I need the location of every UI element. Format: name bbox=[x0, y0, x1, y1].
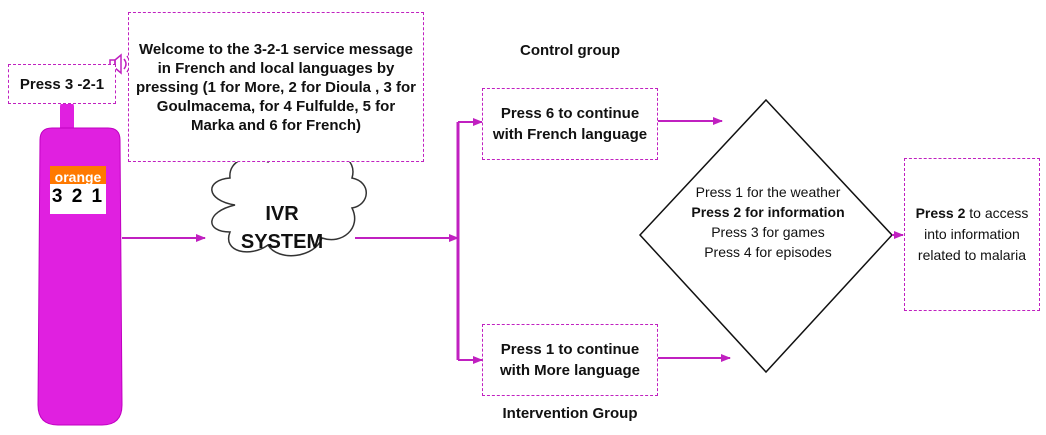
ivr-system-label: IVR SYSTEM bbox=[222, 200, 342, 256]
menu-option-episodes: Press 4 for episodes bbox=[704, 244, 832, 260]
intervention-group-label: Intervention Group bbox=[502, 405, 638, 422]
welcome-line: Marka and 6 for French) bbox=[190, 116, 362, 134]
welcome-line: Goulmacema, for 4 Fulfulde, 5 for bbox=[156, 97, 396, 115]
menu-option-information: Press 2 for information bbox=[691, 204, 845, 220]
menu-option-weather: Press 1 for the weather bbox=[695, 184, 841, 200]
result-line: into information bbox=[924, 226, 1020, 242]
welcome-message-box: Welcome to the 3-2-1 service message in … bbox=[128, 12, 424, 162]
intervention-box-line: with More language bbox=[499, 362, 640, 379]
phone-digits-label: 3 2 1 bbox=[51, 186, 105, 207]
welcome-line: pressing (1 for More, 2 for Dioula , 3 f… bbox=[135, 78, 417, 96]
press-321-box: Press 3 -2-1 bbox=[8, 64, 116, 104]
phone-brand-band bbox=[50, 166, 106, 184]
ivr-line: SYSTEM bbox=[240, 231, 324, 253]
menu-options: Press 1 for the weather Press 2 for info… bbox=[668, 182, 868, 262]
control-group-label: Control group bbox=[520, 42, 620, 59]
control-box-line: with French language bbox=[492, 126, 648, 143]
welcome-line: in French and local languages by bbox=[157, 59, 395, 77]
intervention-box-line: Press 1 to continue bbox=[500, 341, 640, 358]
malaria-info-box: Press 2 to access into information relat… bbox=[904, 158, 1040, 311]
result-text: to access bbox=[965, 205, 1029, 221]
menu-option-games: Press 3 for games bbox=[711, 224, 825, 240]
mobile-phone bbox=[37, 100, 123, 426]
result-press2: Press 2 bbox=[915, 205, 966, 221]
ivr-line: IVR bbox=[265, 203, 299, 225]
intervention-group-box: Press 1 to continue with More language bbox=[482, 324, 658, 396]
result-line: related to malaria bbox=[917, 247, 1027, 263]
menu-diamond bbox=[638, 98, 894, 374]
control-box-line: Press 6 to continue bbox=[500, 105, 640, 122]
control-group-box: Press 6 to continue with French language bbox=[482, 88, 658, 160]
welcome-line: Welcome to the 3-2-1 service message bbox=[138, 40, 413, 58]
press-321-label: Press 3 -2-1 bbox=[19, 75, 105, 93]
phone-brand-label: orange bbox=[54, 169, 102, 185]
